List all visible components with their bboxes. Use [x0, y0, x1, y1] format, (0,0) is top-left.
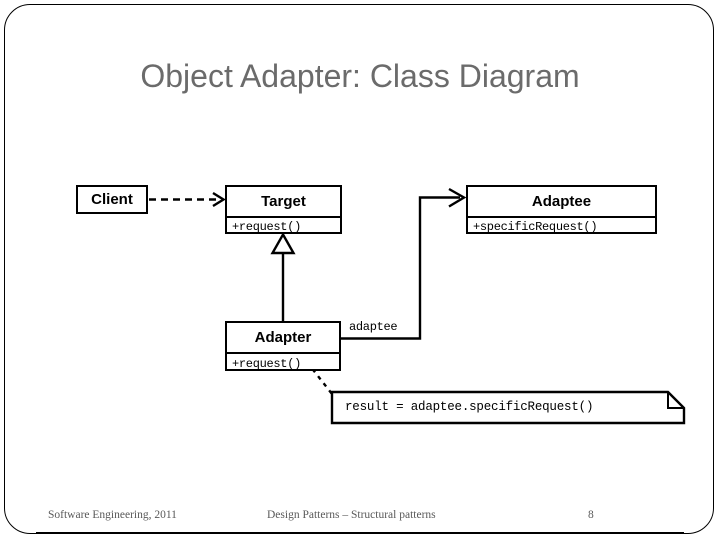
uml-note: result = adaptee.specificRequest(): [331, 391, 684, 424]
uml-class-adaptee-operation: +specificRequest(): [468, 216, 655, 236]
uml-class-adaptee[interactable]: Adaptee +specificRequest(): [466, 185, 657, 234]
uml-note-text: result = adaptee.specificRequest(): [345, 400, 594, 414]
uml-class-adapter-name: Adapter: [254, 329, 312, 346]
connector-adapter-to-adaptee: [341, 187, 467, 340]
footer-page-number: 8: [588, 509, 594, 521]
footer-topic: Design Patterns – Structural patterns: [267, 509, 436, 521]
footer-divider: [36, 532, 684, 533]
uml-class-adapter-operation: +request(): [227, 352, 339, 373]
connector-client-to-target: [149, 191, 226, 208]
uml-class-adapter[interactable]: Adapter +request(): [225, 321, 341, 371]
uml-class-target-name: Target: [261, 193, 306, 210]
association-role-label: adaptee: [349, 320, 398, 334]
uml-class-target[interactable]: Target +request(): [225, 185, 342, 234]
uml-class-adaptee-name: Adaptee: [531, 193, 592, 210]
footer-course: Software Engineering, 2011: [48, 509, 177, 521]
uml-class-client-name: Client: [91, 191, 133, 208]
page-title: Object Adapter: Class Diagram: [140, 58, 580, 94]
uml-class-client[interactable]: Client: [76, 185, 148, 214]
connector-adapter-to-target: [270, 232, 296, 321]
uml-class-target-operation: +request(): [227, 216, 340, 236]
